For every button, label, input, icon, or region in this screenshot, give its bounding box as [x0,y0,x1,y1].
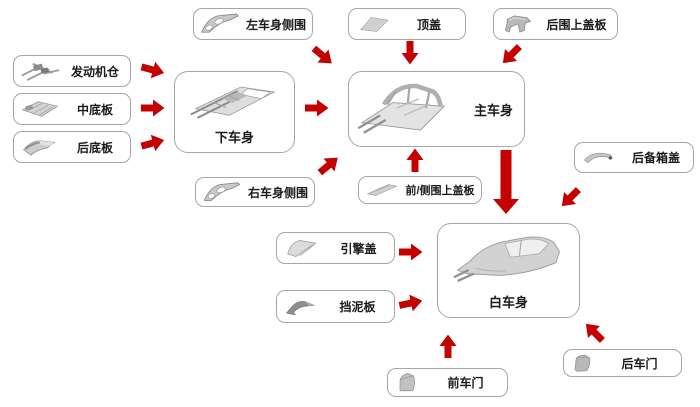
arrow-center-floor-to-lower-body [141,99,165,117]
node-label: 后围上盖板 [546,17,607,32]
node-label: 前/侧围上盖板 [405,185,475,197]
front-side-upper-cover-part-icon [365,180,399,200]
node-trunk-lid: 后备箱盖 [574,142,694,173]
arrow-front-door-to-body-in-white [439,334,457,358]
right-side-panel-part-icon [202,181,242,204]
node-label: 后备箱盖 [631,151,680,165]
node-main-body: 主车身 [348,71,525,147]
rear-floor-part-icon [20,135,60,159]
node-label: 左车身侧围 [245,17,306,32]
arrow-rear-upper-cover-to-main-body [496,40,526,70]
hood-part-icon [283,236,323,261]
rear-upper-cover-part-icon [500,12,536,36]
arrow-left-side-panel-to-main-body [308,41,338,70]
main-body-part-icon [355,77,463,141]
arrow-roof-to-main-body [401,41,419,65]
node-front-door: 前车门 [387,368,508,397]
node-label: 主车身 [473,102,513,118]
node-rear-door: 后车门 [563,349,682,377]
arrow-trunk-lid-to-body-in-white [555,183,585,213]
node-front-side-upper-cover: 前/侧围上盖板 [358,176,482,204]
node-label: 右车身侧围 [247,185,308,200]
node-fender: 挡泥板 [276,290,395,323]
arrow-fender-to-body-in-white [397,292,424,315]
node-left-side-panel: 左车身侧围 [193,8,313,40]
arrow-right-side-panel-to-main-body [314,150,344,179]
arrow-rear-door-to-body-in-white [579,317,609,347]
node-roof: 顶盖 [348,8,466,40]
arrow-lower-body-to-main-body [305,99,329,117]
node-lower-body: 下车身 [174,71,295,153]
front-door-part-icon [394,371,424,394]
arrow-hood-to-body-in-white [399,243,423,261]
node-label: 下车身 [214,130,254,145]
node-label: 引擎盖 [340,241,377,256]
node-rear-upper-cover: 后围上盖板 [493,8,618,40]
roof-part-icon [355,12,393,36]
engine-bay-part-icon [20,59,60,83]
fender-part-icon [283,295,321,319]
node-body-in-white: 白车身 [437,223,580,318]
trunk-lid-part-icon [581,146,619,169]
left-side-panel-part-icon [200,12,240,36]
node-label: 白车身 [488,295,528,310]
node-engine-bay: 发动机仓 [13,55,131,87]
lower-body-part-icon [183,76,287,127]
node-right-side-panel: 右车身侧围 [195,177,315,207]
node-label: 后车门 [621,356,658,371]
arrow-main-body-to-body-in-white [493,150,519,214]
arrow-front-side-upper-cover-to-main-body [406,148,424,172]
node-label: 发动机仓 [70,64,119,79]
node-label: 顶盖 [416,17,441,32]
node-label: 前车门 [447,376,484,390]
body-in-white-part-icon [449,228,569,292]
node-label: 挡泥板 [339,300,376,314]
node-label: 中底板 [76,102,113,117]
arrow-rear-floor-to-lower-body [139,131,167,155]
node-center-floor: 中底板 [13,93,131,125]
node-label: 后底板 [76,140,113,155]
rear-door-part-icon [570,352,598,374]
node-hood: 引擎盖 [276,232,395,264]
center-floor-part-icon [20,97,60,121]
node-rear-floor: 后底板 [13,131,131,163]
arrow-engine-bay-to-lower-body [139,58,167,82]
